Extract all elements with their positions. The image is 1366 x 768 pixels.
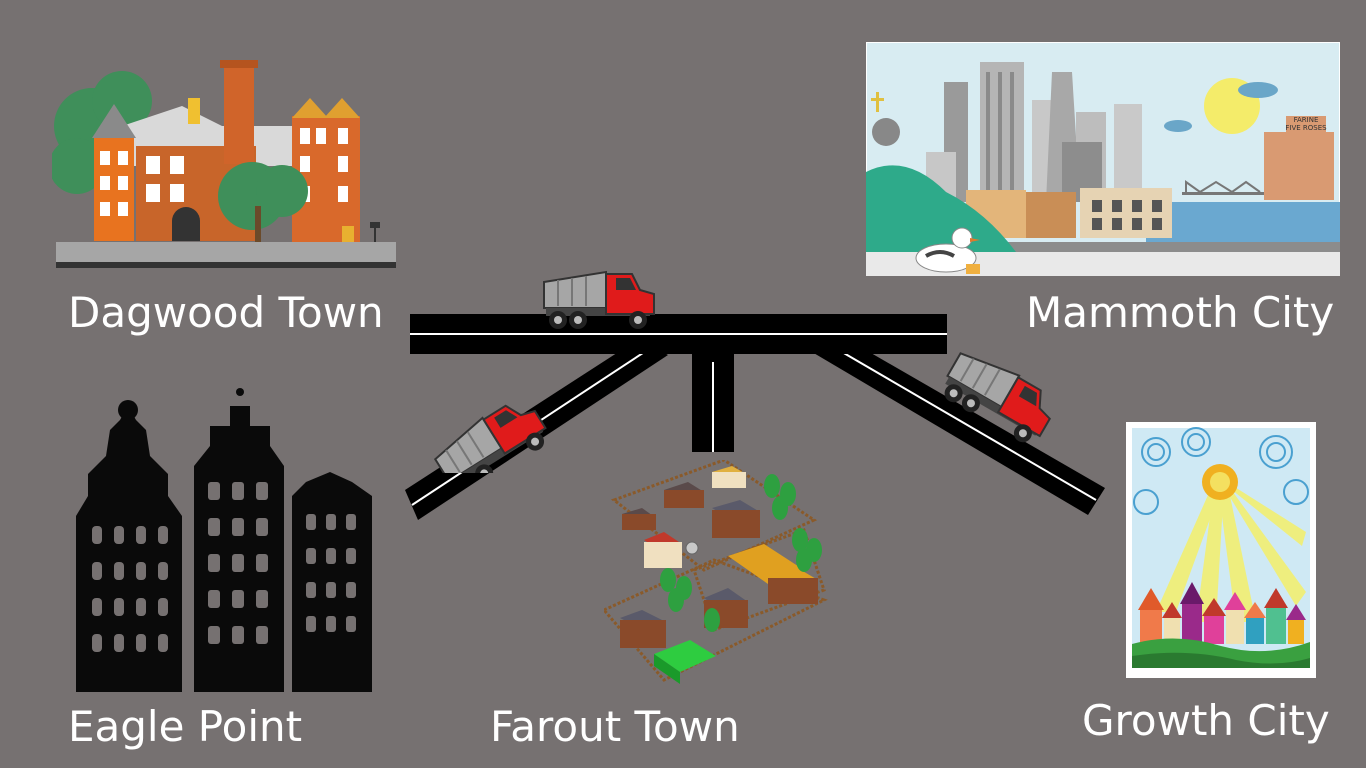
farout-town-label: Farout Town	[490, 702, 740, 751]
dump-truck-icon	[944, 352, 1052, 443]
village-map-illustration	[604, 460, 828, 684]
sunny-houses-illustration	[1126, 422, 1316, 678]
road-right-center-line	[829, 344, 1097, 501]
sign-line-2: FIVE ROSES	[1285, 124, 1327, 132]
sign-line-1: FARINE	[1294, 116, 1319, 124]
city-skyline-illustration: FARINE FIVE ROSES	[866, 42, 1340, 276]
victorian-buildings-illustration	[52, 60, 396, 268]
eagle-point-label: Eagle Point	[68, 702, 303, 751]
dump-truck-icon	[543, 270, 655, 329]
growth-city-label: Growth City	[1082, 696, 1330, 745]
dump-truck-icon	[433, 404, 547, 473]
road-right-diagonal	[812, 338, 1105, 515]
dagwood-town-label: Dagwood Town	[68, 288, 384, 337]
black-building-silhouettes	[76, 388, 372, 692]
mammoth-city-label: Mammoth City	[1026, 288, 1335, 337]
